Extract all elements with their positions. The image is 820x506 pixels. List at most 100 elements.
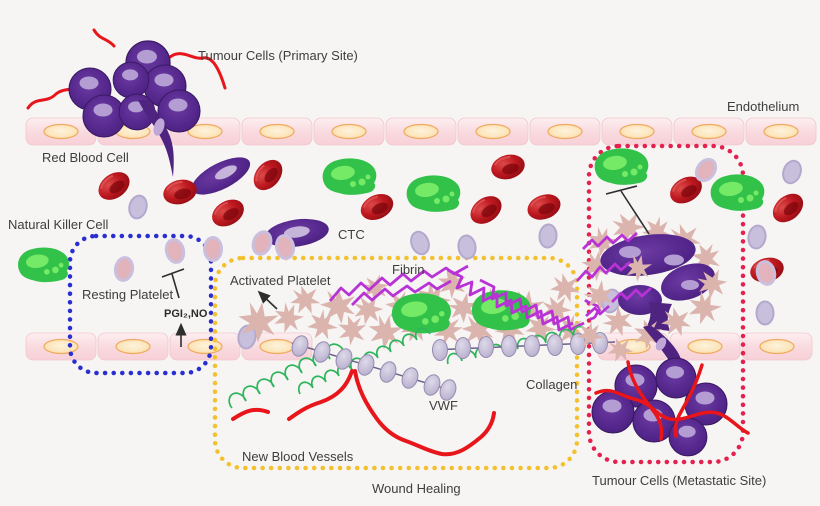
tumour-cell (82, 94, 126, 138)
tumour-metastatic-cluster (591, 357, 750, 457)
platelet (755, 300, 775, 326)
inhibition-stem (620, 190, 650, 235)
inhibition-stem (171, 273, 180, 299)
label-pgi2-no: PGI₂,NO (164, 308, 208, 320)
fibrin-mesh (575, 231, 652, 318)
collagen-strand (446, 325, 589, 365)
endothelial-cell (313, 117, 385, 146)
fibrin-mesh (328, 264, 602, 332)
endothelial-cell (385, 117, 457, 146)
fibrin-strand (575, 260, 631, 282)
vwf-bead (547, 334, 563, 356)
blood-vessel (231, 407, 270, 421)
nk-inhibition (605, 185, 650, 235)
nk-cell (406, 175, 461, 212)
blood-vessel (353, 369, 496, 457)
label-resting-platelet: Resting Platelet (82, 287, 173, 302)
platelet (125, 192, 151, 222)
blood-vessel (168, 52, 227, 90)
new-blood-vessels (231, 369, 496, 457)
label-vwf: VWF (429, 398, 458, 413)
fibrin-strand (328, 264, 469, 302)
label-endothelium: Endothelium (727, 99, 799, 114)
tumour-cell (112, 61, 150, 99)
blood-vessel (673, 363, 704, 438)
red-blood-cell (487, 150, 529, 184)
platelet (537, 222, 559, 250)
metastatic-site-zone (570, 185, 750, 457)
endothelial-cell (741, 332, 813, 361)
nk-cell (322, 158, 377, 195)
red-blood-cell (766, 186, 810, 230)
endothelial-cell (457, 117, 529, 146)
vwf-bead (423, 374, 441, 396)
vwf-bead (478, 336, 494, 358)
red-blood-cell (246, 153, 290, 197)
vwf-bead (524, 335, 540, 357)
fibrin-strand (447, 268, 574, 332)
fibrin-strand (611, 286, 652, 303)
platelet (779, 157, 805, 187)
endothelial-cell (97, 332, 169, 361)
endothelium-bottom-right-wall (597, 332, 813, 361)
endothelial-cell (529, 117, 601, 146)
wound-healing-zone-border (212, 255, 580, 471)
endothelial-cell (601, 117, 673, 146)
endothelial-cell (241, 117, 313, 146)
red-blood-cell (355, 187, 399, 227)
intravasating-tumour-cell (138, 100, 174, 177)
platelet (112, 254, 136, 284)
fibrin-strand (351, 279, 452, 306)
blood-vessel (287, 369, 354, 421)
tumour-nucleus (619, 246, 641, 258)
label-natural-killer-cell: Natural Killer Cell (8, 217, 109, 232)
endothelial-cell (25, 332, 97, 361)
label-tumour-metastatic: Tumour Cells (Metastatic Site) (592, 473, 766, 488)
label-ctc: CTC (338, 227, 365, 242)
nk-cell (18, 247, 70, 283)
nk-cell (594, 148, 649, 185)
label-activated-platelet: Activated Platelet (230, 273, 331, 288)
fibrin-strand (479, 278, 585, 332)
platelet (745, 223, 769, 251)
vwf-chains (291, 332, 616, 401)
label-wound-healing: Wound Healing (372, 481, 461, 496)
label-fibrin: Fibrin (392, 262, 425, 277)
activated-platelet-arrow (257, 290, 278, 310)
vwf-bead (291, 335, 309, 357)
pgi2-no-inhibition (161, 268, 187, 347)
platelet-cloaked-emboli (570, 206, 733, 367)
red-blood-cell (206, 193, 250, 233)
new-blood-vessels (594, 360, 750, 441)
nk-cell (391, 293, 451, 334)
label-collagen: Collagen (526, 377, 577, 392)
fibrin-strand (585, 304, 610, 318)
label-red-blood-cell: Red Blood Cell (42, 150, 129, 165)
platelet (162, 236, 188, 266)
tumour-nucleus (681, 280, 699, 290)
red-blood-cell (92, 165, 136, 207)
label-new-blood-vessels: New Blood Vessels (242, 449, 354, 464)
inhibition-bar (161, 268, 185, 278)
platelet (455, 233, 479, 261)
tumour-nucleus (153, 118, 165, 136)
label-tumour-primary: Tumour Cells (Primary Site) (198, 48, 358, 63)
tumour-primary-cluster (26, 28, 227, 177)
blood-vessel (92, 28, 116, 48)
vwf-bead (313, 341, 331, 363)
vwf-bead (455, 337, 471, 359)
platelet (203, 236, 223, 262)
vwf-bead (432, 339, 448, 361)
red-blood-cell (159, 175, 201, 209)
wound-healing-zone (228, 263, 616, 457)
ctc-nucleus (214, 165, 237, 180)
vwf-bead (357, 354, 375, 376)
inhibition-bar (605, 185, 638, 195)
endothelial-cell (745, 117, 817, 146)
blood-vessel (626, 360, 664, 441)
red-blood-cell (464, 189, 508, 231)
vwf-bead (335, 348, 353, 370)
endothelial-cell (673, 117, 745, 146)
vwf-bead (379, 361, 397, 383)
